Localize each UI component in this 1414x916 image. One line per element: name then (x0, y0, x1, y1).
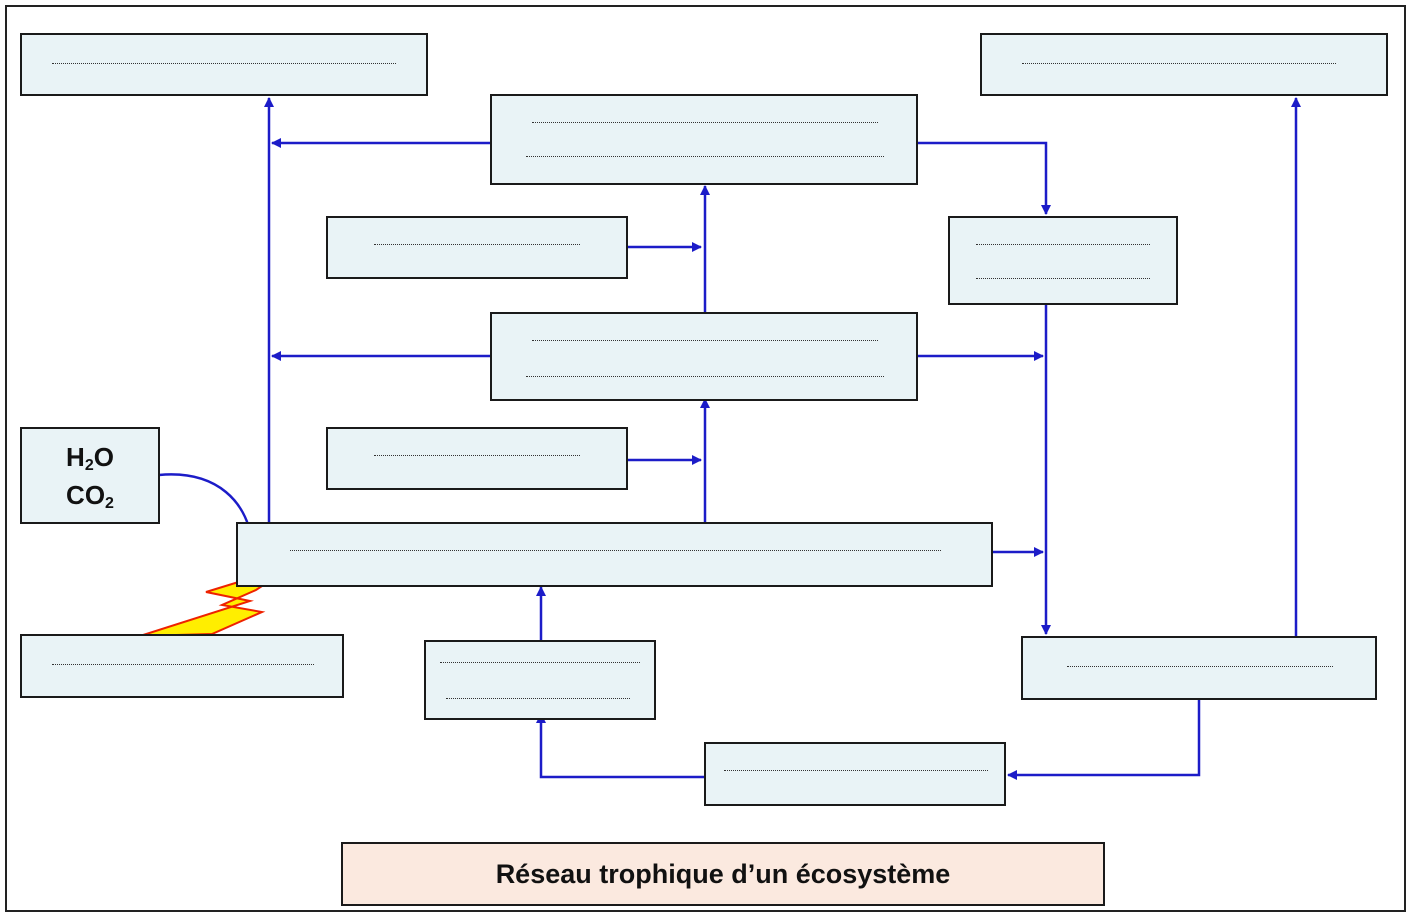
co2-formula: CO2 (66, 479, 114, 512)
dotted-line (526, 156, 884, 157)
dotted-line (52, 63, 396, 64)
dotted-line (532, 122, 878, 123)
dotted-line (290, 550, 941, 551)
dotted-line (1022, 63, 1336, 64)
side-box-b (326, 427, 628, 490)
right-box (948, 216, 1178, 305)
dotted-line (446, 698, 630, 699)
main-long-box (236, 522, 993, 587)
dotted-line (976, 278, 1150, 279)
dotted-line (976, 244, 1150, 245)
bottom-right-box (1021, 636, 1377, 700)
arrow-top-center-to-right-box (917, 141, 1051, 215)
dotted-line (440, 662, 640, 663)
arrow-bottom-right-to-bottom-center (1007, 698, 1201, 780)
top-left-box (20, 33, 428, 96)
dotted-line (374, 455, 580, 456)
dotted-line (526, 376, 884, 377)
dotted-line (374, 244, 580, 245)
side-box-a (326, 216, 628, 279)
top-right-box (980, 33, 1388, 96)
middle-box (490, 312, 918, 401)
bottom-center-box (704, 742, 1006, 806)
bottom-middle-box (424, 640, 656, 720)
dotted-line (532, 340, 878, 341)
water-formula: H2O (66, 441, 114, 474)
gases-box: H2O CO2 (20, 427, 160, 524)
diagram-title: Réseau trophique d’un écosystème (341, 842, 1105, 906)
dotted-line (52, 664, 314, 665)
arrow-bottom-center-to-bottom-middle (536, 713, 704, 779)
dotted-line (1067, 666, 1333, 667)
bottom-left-box (20, 634, 344, 698)
top-center-box (490, 94, 918, 185)
dotted-line (724, 770, 988, 771)
